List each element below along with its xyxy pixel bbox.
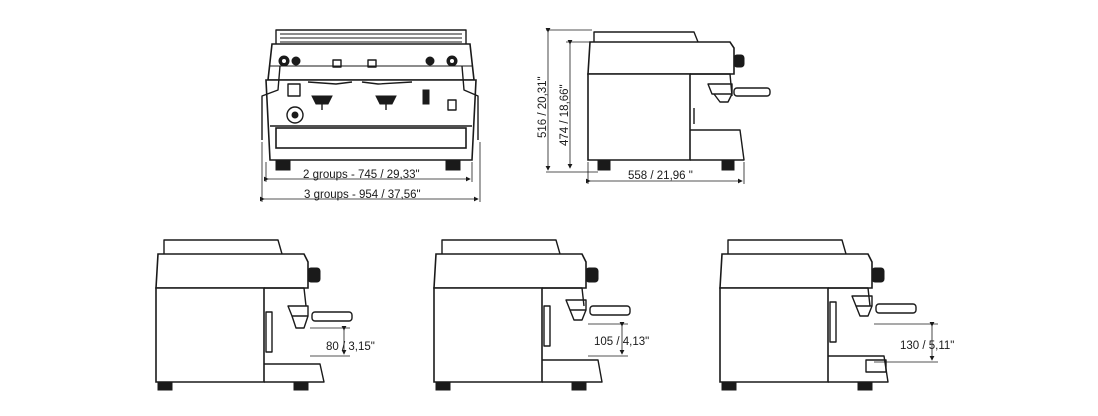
- side-view-cup-80: [155, 239, 353, 391]
- side-view: [545, 28, 771, 184]
- cup-height-130-label: 130 / 5,11": [900, 340, 954, 352]
- cup-height-80-label: 80 / 3,15": [326, 341, 375, 353]
- side-view-cup-130: [719, 239, 938, 391]
- total-height-label: 516 / 20,31": [537, 76, 549, 138]
- front-view: [260, 29, 481, 202]
- depth-label: 558 / 21,96 ": [628, 170, 693, 182]
- width-3-groups-label: 3 groups - 954 / 37,56": [304, 189, 421, 201]
- width-2-groups-label: 2 groups - 745 / 29,33": [303, 169, 420, 181]
- body-height-label: 474 / 18,66": [559, 84, 571, 146]
- cup-height-105-label: 105 / 4,13": [594, 336, 649, 348]
- side-view-cup-105: [433, 239, 631, 391]
